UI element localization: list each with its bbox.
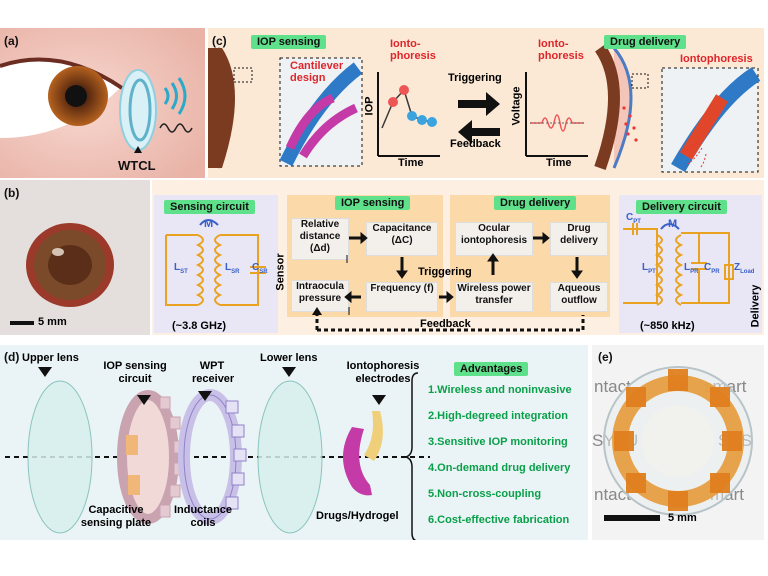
ionto-right-label: Ionto- phoresis [538,38,584,62]
cap-plate-label: Capacitive sensing plate [80,504,152,529]
iop-axis-label: IOP [363,96,376,116]
panel-d-label: (d) [4,350,20,364]
panel-b [0,180,150,335]
ocular-ionto-box: Ocular iontophoresis [455,222,533,256]
drugs-label: Drugs/Hydrogel [316,510,399,522]
csr-label: CSR [252,262,268,275]
bg-text-1: ntact [594,377,631,396]
panel-e: ntact smart SYSU SYS ntact mart [592,345,764,540]
lsr-label: LSR [225,262,240,275]
sensing-circuit-title: Sensing circuit [164,200,255,214]
triggering-top: Triggering [448,72,502,84]
advantage-2: 2.High-degreed integration [428,410,568,422]
time-axis-2: Time [546,157,572,169]
delivery-circuit-schematic [623,223,734,306]
wpt-receiver-label: WPT receiver [192,360,235,385]
coils-label: Inductance coils [173,504,233,529]
frequency-box: Frequency (f) [366,282,438,312]
upper-lens-label: Upper lens [22,352,79,364]
delivery-label: Delivery [749,284,762,328]
sensing-circuit-schematic [165,219,266,306]
freq-left-label: (~3.8 GHz) [172,320,227,332]
lpr-label: LPR [684,262,699,275]
panel-a [0,28,205,178]
ionto-top-label: Ionto- phoresis [390,38,436,62]
panel-c-label: (c) [212,34,227,48]
mutual-m-left: M [204,218,214,230]
feedback-top: Feedback [450,138,501,150]
advantages-title: Advantages [454,362,529,376]
cpr-label: CPR [704,262,720,275]
triggering-mid: Triggering [418,266,472,278]
cantilever-label: Cantilever design [290,60,344,84]
panel-e-scale: 5 mm [668,512,697,524]
zload-label: ZLoad [734,262,755,275]
mutual-m-right: M [668,218,678,230]
advantage-1: 1.Wireless and noninvasive [428,384,572,396]
capacitance-box: Capacitance (ΔC) [366,222,438,256]
lst-label: LST [174,262,188,275]
iontophoresis-label: Iontophoresis [680,53,753,65]
intraocular-box: Intraocula pressure [291,280,349,312]
panel-b-label: (b) [4,186,20,200]
drug-flow-title: Drug delivery [494,196,577,210]
lower-lens-label: Lower lens [260,352,318,364]
iop-flow-title: IOP sensing [335,196,411,210]
drug-delivery-title: Drug delivery [604,35,687,49]
delivery-circuit-title: Delivery circuit [636,200,727,214]
aqueous-box: Aqueous outflow [550,282,608,312]
advantage-6: 6.Cost-effective fabrication [428,514,570,526]
device-photo [603,366,753,521]
wpt-box: Wireless power transfer [455,282,533,312]
panel-c-graphics [208,44,761,173]
panel-b-scale: 5 mm [38,316,67,328]
advantage-4: 4.On-demand drug delivery [428,462,571,474]
flow-arrows [312,231,585,332]
drug-delivery-box: Drug delivery [550,222,608,256]
lpt-label: LPT [642,262,656,275]
freq-right-label: (~850 kHz) [640,320,695,332]
delivery-circuit-panel [619,195,762,333]
feedback-mid: Feedback [420,318,471,330]
voltage-axis-label: Voltage [510,86,523,126]
wtcl-label: WTCL [118,158,156,173]
advantage-3: 3.Sensitive IOP monitoring [428,436,568,448]
advantage-5: 5.Non-cross-coupling [428,488,542,500]
time-axis-1: Time [398,157,424,169]
ionto-electrodes-label: Iontophoresis electrodes [346,360,420,385]
eye-illustration [0,28,205,178]
iop-sensing-title: IOP sensing [251,35,327,49]
panel-e-label: (e) [598,350,613,364]
panel-a-label: (a) [4,34,19,48]
iop-circuit-label: IOP sensing circuit [103,360,167,385]
exploded-view [5,367,430,540]
cpt-label: CPT [626,212,641,225]
sensor-label: Sensor [274,253,287,291]
rel-distance-box: Relative distance (Δd) [291,218,349,260]
rabbit-eye-photo [0,180,150,335]
